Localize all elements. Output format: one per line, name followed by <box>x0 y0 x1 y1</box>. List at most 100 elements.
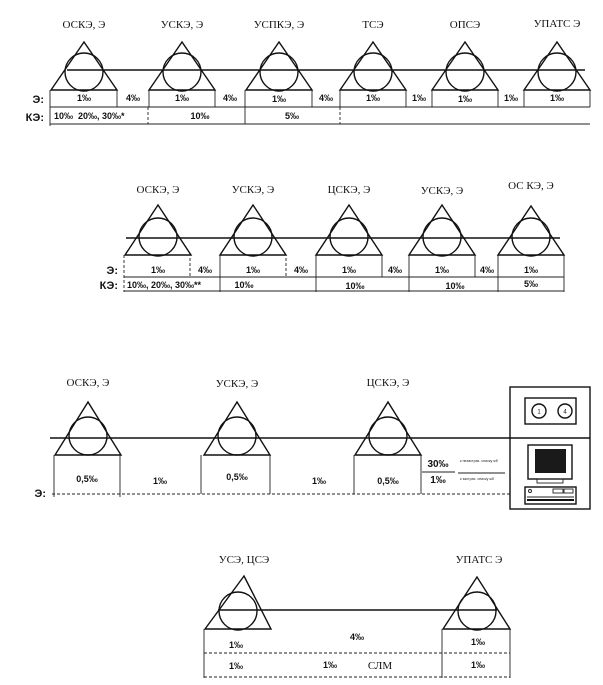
circle-icon <box>457 591 497 631</box>
node-3: УСПКЭ, Э <box>244 19 314 92</box>
triangle-icon <box>314 203 384 256</box>
circle-icon <box>537 52 577 92</box>
circle-icon <box>368 416 408 456</box>
node-1: ОСКЭ, Э <box>123 184 193 257</box>
triangle-icon <box>407 203 477 256</box>
e-node-value: 1‰ <box>272 94 286 104</box>
e-node-value: 1‰ <box>246 265 260 275</box>
ke-value: 5‰ <box>285 111 299 121</box>
row-label-ke: КЭ: <box>100 280 118 292</box>
node-label: УСЭ, ЦСЭ <box>219 554 269 566</box>
node-2: УСКЭ, Э <box>218 184 288 257</box>
node-label: ЦСКЭ, Э <box>367 377 410 389</box>
e-node-value: 1‰ <box>77 93 91 103</box>
node-1: ОСКЭ, Э <box>49 19 119 92</box>
node-5: ОС КЭ, Э <box>496 180 566 257</box>
triangle-icon <box>202 400 272 456</box>
monitor-screen <box>535 449 566 473</box>
node-2: УСКЭ, Э <box>147 19 217 92</box>
circle-icon <box>162 52 202 92</box>
node-label: УСПКЭ, Э <box>254 19 305 31</box>
e-node-value: 1‰ <box>458 94 472 104</box>
tape-reel-icon <box>531 403 547 419</box>
e-link-value: 1‰ <box>312 476 326 486</box>
tape-drive-icon <box>524 397 577 425</box>
node-3: ЦСКЭ, Э <box>314 184 384 257</box>
node-label: УСКЭ, Э <box>232 184 275 196</box>
node-label: УСКЭ, Э <box>216 378 259 390</box>
system-unit-icon <box>524 486 577 505</box>
triangle-icon <box>522 40 592 91</box>
triangle-icon <box>353 400 423 456</box>
bottom-value: 1‰ <box>323 660 337 670</box>
node-label: ОСКЭ, Э <box>137 184 180 196</box>
ke-value: 10‰ <box>234 280 253 290</box>
e-node-value: 1‰ <box>151 265 165 275</box>
bottom-value: 1‰ <box>229 661 243 671</box>
circle-icon <box>138 217 178 257</box>
row-label-e: Э: <box>107 265 119 277</box>
circle-icon <box>511 217 551 257</box>
node-2: УСКЭ, Э <box>202 378 272 456</box>
ke-value: 10‰ <box>345 281 364 291</box>
triangle-icon <box>441 575 512 630</box>
diagram-3: ОСКЭ, Э УСКЭ, Э ЦСКЭ, Э Э: 0,5‰ 0,5‰ 0,5… <box>35 377 591 510</box>
node-4: УСКЭ, Э <box>407 185 477 257</box>
e-link-value: 1‰ <box>504 93 518 103</box>
triangle-icon <box>203 574 273 630</box>
e-node-value: 0,5‰ <box>76 474 98 484</box>
triangle-icon <box>53 400 123 456</box>
node-label: ОСКЭ, Э <box>63 19 106 31</box>
e-node-value: 1‰ <box>435 265 449 275</box>
e-node-value: 0,5‰ <box>377 476 399 486</box>
e-link-value: 4‰ <box>198 265 212 275</box>
ke-value: 10‰ <box>445 281 464 291</box>
triangle-icon <box>244 40 314 91</box>
ke-value: 10‰ 20‰, 30‰* <box>54 111 125 121</box>
node-label: ОСКЭ, Э <box>67 377 110 389</box>
e-node-value: 1‰ <box>550 93 564 103</box>
circle-icon <box>64 52 104 92</box>
top-value: 1‰ <box>471 637 485 647</box>
triangle-icon <box>218 203 288 256</box>
circle-icon <box>217 416 257 456</box>
node-4: ТСЭ <box>338 19 408 92</box>
e-node-value: 1‰ <box>175 93 189 103</box>
e-node-value: 0,5‰ <box>226 472 248 482</box>
node-label: УПАТС Э <box>456 554 503 566</box>
ke-value: 10‰, 20‰, 30‰** <box>127 280 202 290</box>
e-link-value: 4‰ <box>480 265 494 275</box>
e-link-value: 1‰ <box>412 93 426 103</box>
e-link-value: 4‰ <box>126 93 140 103</box>
e-node-value: 1‰ <box>524 265 538 275</box>
e-link-value: 4‰ <box>388 265 402 275</box>
node-label: ТСЭ <box>362 19 383 31</box>
top-value: 1‰ <box>229 640 243 650</box>
triangle-icon <box>338 40 408 91</box>
diagram-4: УСЭ, ЦСЭ УПАТС Э 1‰ 4‰ 1‰ 1‰ 1‰ СЛМ 1‰ <box>203 554 512 678</box>
ke-value: 5‰ <box>524 279 538 289</box>
row-label-e: Э: <box>35 488 47 500</box>
node-label: УПАТС Э <box>534 18 581 30</box>
triangle-icon <box>430 40 500 91</box>
bottom-value: 1‰ <box>471 660 485 670</box>
e-node-value: 1‰ <box>342 265 356 275</box>
circle-icon <box>353 52 393 92</box>
node-label: УСКЭ, Э <box>161 19 204 31</box>
circle-icon <box>422 217 462 257</box>
triangle-icon <box>123 203 193 256</box>
node-label: ОПСЭ <box>450 19 481 31</box>
circle-icon <box>259 52 299 92</box>
tape-reel-icon <box>557 403 573 419</box>
slm-label: СЛМ <box>368 660 393 672</box>
terminal-note-upper: к незастрах. списку жб <box>460 459 498 463</box>
node-3: ЦСКЭ, Э <box>353 377 423 456</box>
circle-icon <box>233 217 273 257</box>
triangle-icon <box>496 204 566 256</box>
node-label: УСКЭ, Э <box>421 185 464 197</box>
node-5: ОПСЭ <box>430 19 500 92</box>
circle-icon <box>218 591 258 631</box>
node-label: ОС КЭ, Э <box>508 180 554 192</box>
e-link-value: 4‰ <box>223 93 237 103</box>
